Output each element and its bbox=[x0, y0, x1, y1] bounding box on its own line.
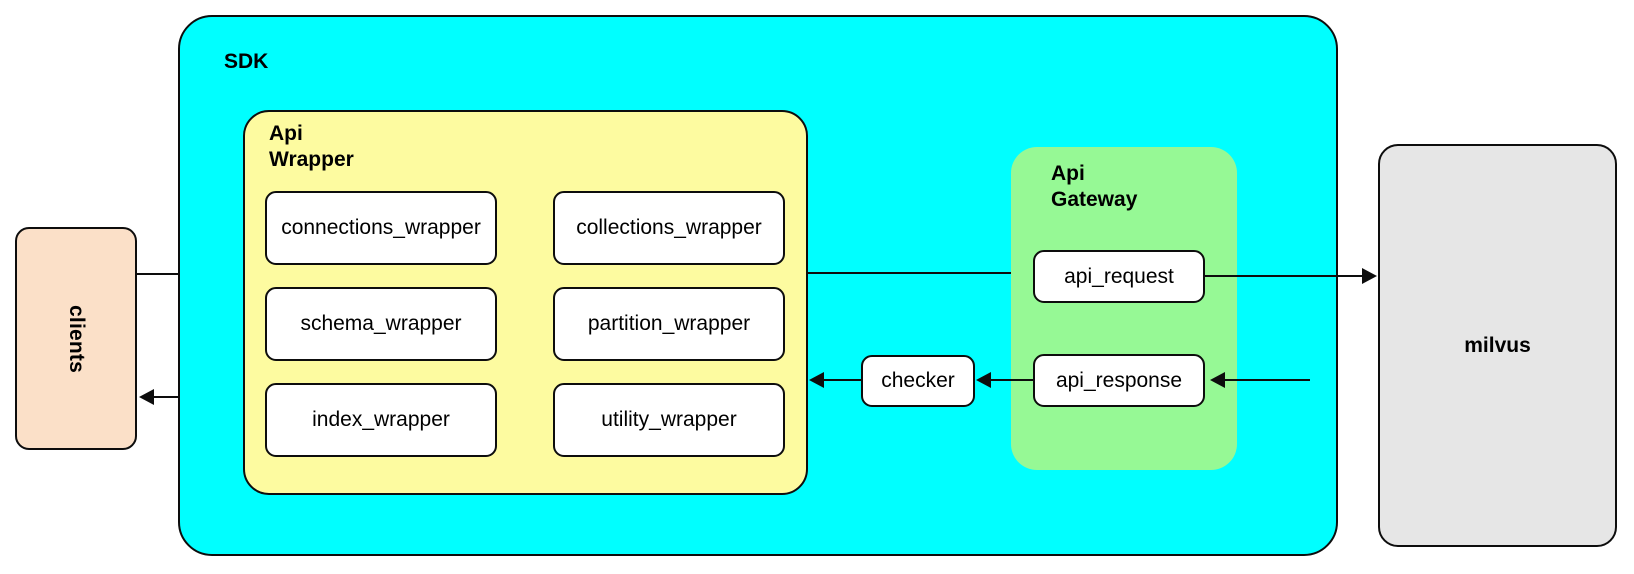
milvus-label: milvus bbox=[1464, 333, 1531, 357]
module-api-request[interactable]: api_request bbox=[1033, 250, 1205, 303]
module-partition-wrapper[interactable]: partition_wrapper bbox=[553, 287, 785, 361]
edge-response-to-checker-arrowhead bbox=[976, 372, 991, 388]
edge-request-to-milvus-line bbox=[1204, 275, 1364, 277]
module-api-response[interactable]: api_response bbox=[1033, 354, 1205, 407]
module-collections-wrapper[interactable]: collections_wrapper bbox=[553, 191, 785, 265]
module-schema-wrapper[interactable]: schema_wrapper bbox=[265, 287, 497, 361]
api-gateway-title-line2: Gateway bbox=[1051, 187, 1138, 211]
api-wrapper-title-line1: Api bbox=[269, 122, 303, 145]
module-index-wrapper[interactable]: index_wrapper bbox=[265, 383, 497, 457]
module-connections-wrapper[interactable]: connections_wrapper bbox=[265, 191, 497, 265]
sdk-title: SDK bbox=[224, 50, 269, 73]
node-api-gateway[interactable]: Api Gateway bbox=[1011, 147, 1237, 470]
edge-request-to-milvus-arrowhead bbox=[1362, 268, 1377, 284]
edge-sdk-to-clients-arrowhead bbox=[139, 389, 154, 405]
edge-checker-to-wrapper-line bbox=[823, 379, 861, 381]
api-gateway-title-line1: Api bbox=[1051, 162, 1085, 185]
node-clients[interactable]: clients bbox=[15, 227, 137, 450]
edge-response-to-checker-line bbox=[990, 379, 1035, 381]
api-gateway-title: Api Gateway bbox=[1051, 161, 1191, 212]
module-utility-wrapper[interactable]: utility_wrapper bbox=[553, 383, 785, 457]
edge-milvus-to-response-line bbox=[1225, 379, 1310, 381]
node-milvus[interactable]: milvus bbox=[1378, 144, 1617, 547]
api-wrapper-title: Api Wrapper bbox=[269, 121, 399, 172]
edge-checker-to-wrapper-arrowhead bbox=[809, 372, 824, 388]
clients-label: clients bbox=[65, 304, 88, 373]
node-checker[interactable]: checker bbox=[861, 355, 975, 407]
edge-milvus-to-response-arrowhead bbox=[1210, 372, 1225, 388]
edge-wrapper-to-gateway-line bbox=[806, 272, 1036, 274]
api-wrapper-title-line2: Wrapper bbox=[269, 147, 354, 171]
